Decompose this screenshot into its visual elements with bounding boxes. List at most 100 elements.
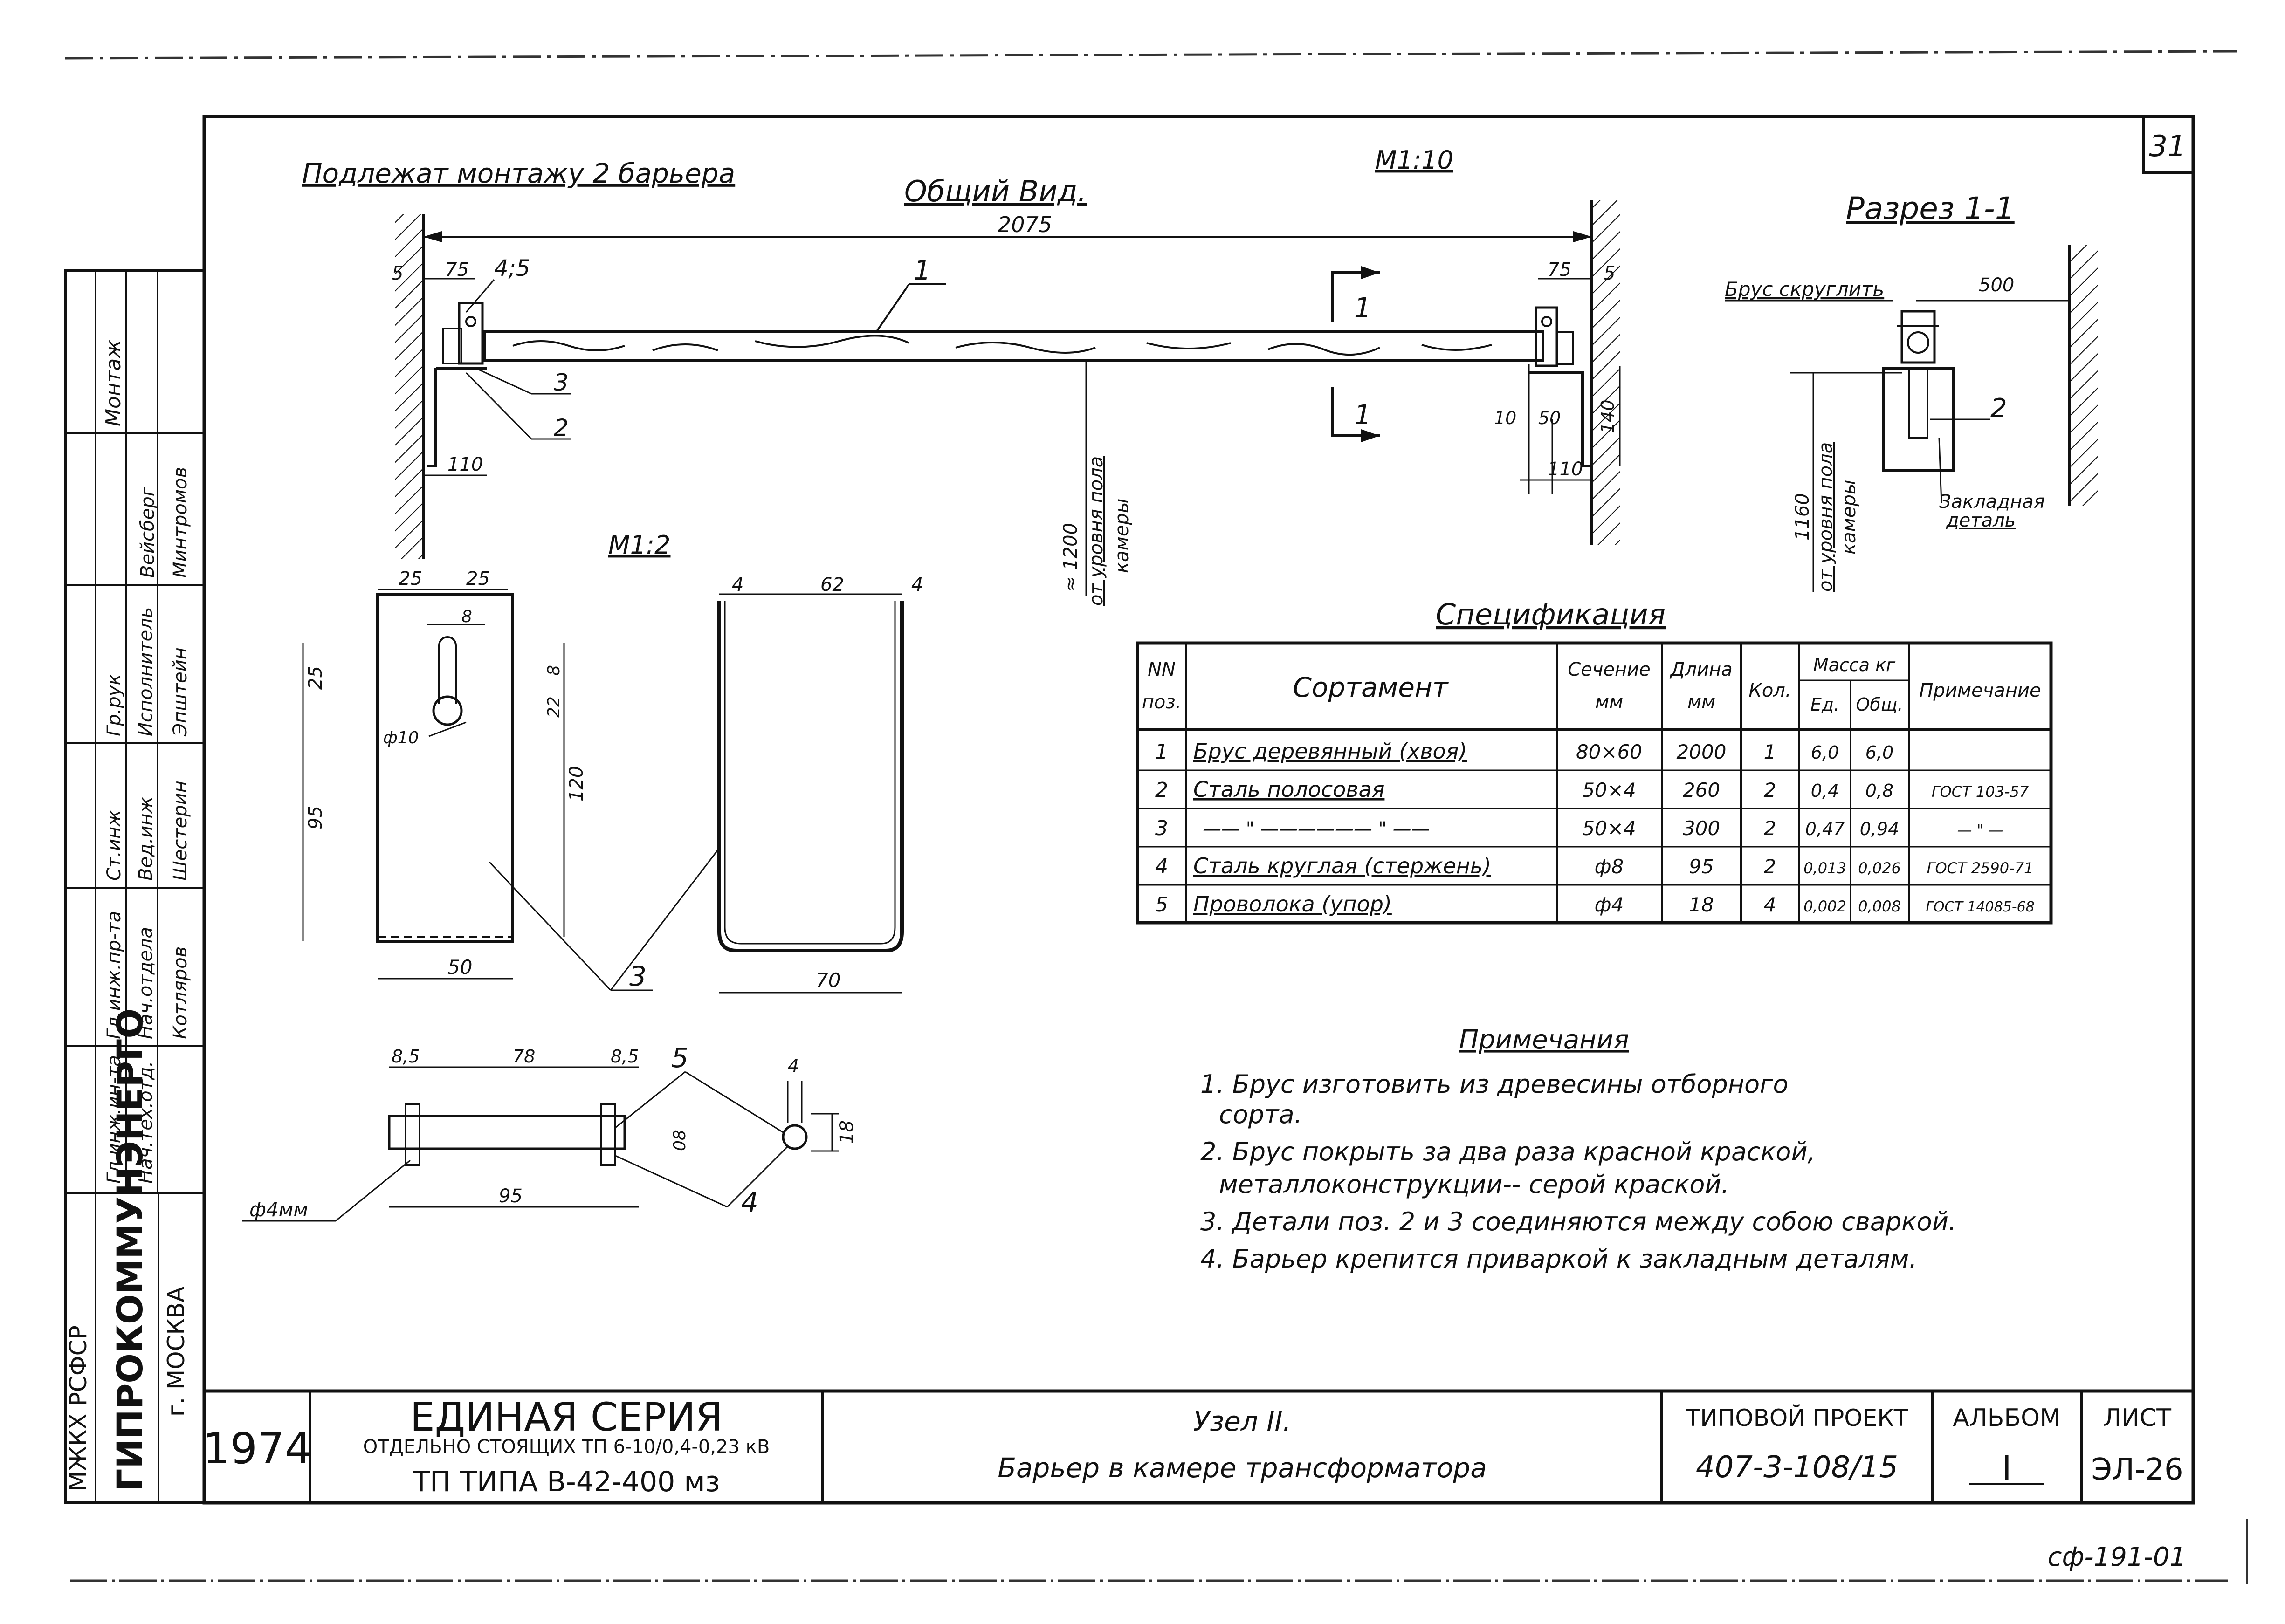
cell-pos: 4 xyxy=(1155,855,1168,878)
dim-50-plate: 50 xyxy=(447,956,472,979)
dim-5-right: 5 xyxy=(1604,263,1615,284)
cell-total: 0,8 xyxy=(1865,781,1893,801)
title-album-value: I xyxy=(2002,1448,2011,1487)
cell-length: 300 xyxy=(1683,817,1720,840)
dim-120: 120 xyxy=(566,766,587,802)
cell-total: 0,008 xyxy=(1858,898,1901,915)
general-view-title: Общий Вид. xyxy=(904,174,1087,208)
dim-10: 10 xyxy=(1494,408,1516,428)
dim-25-left: 25 xyxy=(305,666,326,690)
dim-8-right: 8 xyxy=(544,665,564,676)
cell-name: Проволока (упор) xyxy=(1193,891,1392,917)
hdr-mass: Масса кг xyxy=(1813,655,1896,675)
section-title: Разрез 1-1 xyxy=(1846,191,2015,226)
stamp-role-1: Гл.инж.ин-та xyxy=(103,1055,125,1184)
stamp-name-2: Шестерин xyxy=(170,781,191,881)
cell-qty: 2 xyxy=(1764,855,1776,878)
plate-pos3 xyxy=(376,593,514,943)
title-node: Узел II. xyxy=(1193,1405,1291,1437)
cell-name: Сталь круглая (стержень) xyxy=(1193,853,1491,878)
embedded-part-2: деталь xyxy=(1946,510,2016,531)
stamp-role-8: Исполнитель xyxy=(135,607,157,736)
cell-length: 18 xyxy=(1689,893,1714,916)
cell-total: 6,0 xyxy=(1865,742,1893,763)
section-mark-top: 1 xyxy=(1354,292,1371,323)
cell-qty: 1 xyxy=(1764,740,1776,763)
cell-unit: 0,013 xyxy=(1803,859,1846,877)
height-1200-a: ≈ 1200 xyxy=(1060,523,1081,592)
section-wall xyxy=(2070,245,2098,506)
dim-22: 22 xyxy=(544,696,564,718)
cell-qty: 4 xyxy=(1764,893,1776,916)
dim-25-b: 25 xyxy=(466,568,490,589)
stamp-role-4: Нач.отдела xyxy=(135,927,157,1039)
cell-section: ф4 xyxy=(1595,893,1624,916)
hdr-name: Сортамент xyxy=(1293,672,1449,703)
pos-2-section: 2 xyxy=(1990,393,2007,424)
bar-round-note: Брус скруглить xyxy=(1725,278,1884,301)
sheet-frame xyxy=(202,115,2195,1505)
title-year: 1974 xyxy=(203,1424,312,1473)
hdr-nn-2: поз. xyxy=(1142,692,1182,713)
note-line-3: 2. Брус покрыть за два раза красной крас… xyxy=(1200,1137,1816,1166)
cell-length: 95 xyxy=(1689,855,1714,878)
dim-85-a: 8,5 xyxy=(392,1046,420,1067)
dim-18: 18 xyxy=(836,1120,858,1144)
title-sheet-value: ЭЛ-26 xyxy=(2091,1453,2183,1487)
title-album-label: АЛЬБОМ xyxy=(1953,1404,2061,1432)
title-series-sub: ОТДЕЛЬНО СТОЯЩИХ ТП 6-10/0,4-0,23 кВ xyxy=(363,1436,770,1458)
cell-note: ГОСТ 14085-68 xyxy=(1926,899,2035,915)
stamp-role-7: Гр.рук xyxy=(103,674,125,736)
cell-length: 2000 xyxy=(1677,740,1727,763)
u-bracket-pos2 xyxy=(717,601,904,952)
general-view: Подлежат монтажу 2 барьера Общий Вид. М1… xyxy=(302,145,1621,606)
dim-4-wire: 4 xyxy=(788,1055,799,1076)
spec-row: 5 Проволока (упор) ф4 18 4 0,002 0,008 Г… xyxy=(1155,891,2035,917)
dim-75-left: 75 xyxy=(445,259,469,281)
cell-pos: 5 xyxy=(1155,893,1168,917)
left-bracket-holder xyxy=(458,302,484,365)
stamp-city: г. МОСКВА xyxy=(163,1287,190,1417)
pos-1-label: 1 xyxy=(914,254,931,286)
stamp-name-5: Минтромов xyxy=(170,467,191,578)
stamp-name-1: Котляров xyxy=(170,946,191,1039)
title-project-label: ТИПОВОЙ ПРОЕКТ xyxy=(1686,1404,1908,1432)
cell-name: Сталь полосовая xyxy=(1193,777,1384,802)
dim-95-left: 95 xyxy=(305,806,326,829)
title-sheet-label: ЛИСТ xyxy=(2103,1404,2171,1432)
right-wall xyxy=(1592,200,1620,545)
cell-qty: 2 xyxy=(1764,817,1776,840)
wire-pos5 xyxy=(782,1124,808,1150)
cell-unit: 0,4 xyxy=(1811,781,1839,801)
cell-total: 0,94 xyxy=(1860,819,1900,839)
title-series: ЕДИНАЯ СЕРИЯ xyxy=(410,1394,723,1440)
scale-detail: М1:2 xyxy=(608,530,671,560)
note-line-4: металлоконструкции-- серой краской. xyxy=(1219,1170,1729,1199)
cell-pos: 1 xyxy=(1155,740,1168,764)
dim-5-left: 5 xyxy=(392,263,403,284)
note-line-6: 4. Барьер крепится приваркой к закладным… xyxy=(1200,1244,1917,1274)
dim-500: 500 xyxy=(1979,274,2014,296)
cell-pos: 3 xyxy=(1155,816,1168,840)
dim-2075: 2075 xyxy=(998,212,1052,237)
title-tp-type: ТП ТИПА В-42-400 мз xyxy=(412,1466,720,1498)
note-line-2: сорта. xyxy=(1219,1100,1302,1129)
hdr-qty: Кол. xyxy=(1748,680,1791,701)
stamp-role-2: Нач.тех.отд. xyxy=(135,1061,157,1184)
note-line-5: 3. Детали поз. 2 и 3 соединяются между с… xyxy=(1200,1207,1956,1236)
note-line-1: 1. Брус изготовить из древесины отборног… xyxy=(1200,1069,1789,1099)
spec-row: 2 Сталь полосовая 50×4 260 2 0,4 0,8 ГОС… xyxy=(1155,777,2029,802)
height-1160-a: 1160 xyxy=(1792,493,1813,541)
cell-name: Брус деревянный (хвоя) xyxy=(1193,739,1467,764)
hdr-length-1: Длина xyxy=(1669,659,1732,680)
cell-section: ф8 xyxy=(1595,855,1624,878)
side-stamp: Гл.инж.ин-та Нач.тех.отд. Гл.инж.пр-та Н… xyxy=(64,269,206,1504)
stamp-role-3: Гл.инж.пр-та xyxy=(103,911,125,1039)
dim-25-a: 25 xyxy=(399,568,422,589)
stamp-name-4: Эпштейн xyxy=(170,647,191,737)
dim-62: 62 xyxy=(820,574,844,596)
dim-50: 50 xyxy=(1538,408,1561,428)
rod-pos4 xyxy=(388,1115,626,1150)
height-1160-b: от уровня пола xyxy=(1815,442,1837,592)
dim-4-a: 4 xyxy=(732,574,743,596)
